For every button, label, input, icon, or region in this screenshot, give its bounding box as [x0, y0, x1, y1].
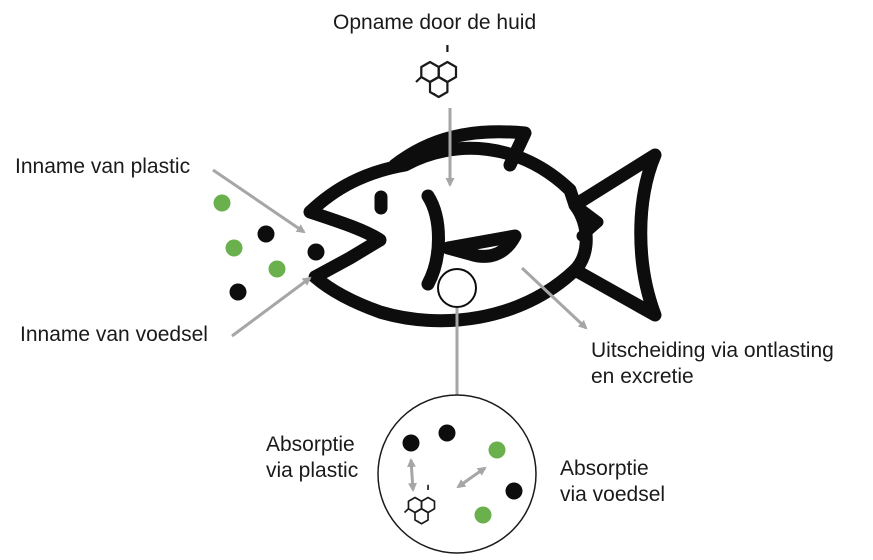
- stomach-circle: [437, 268, 477, 308]
- food-particle: [505, 482, 523, 500]
- plastic-particle: [225, 239, 243, 257]
- label-intake-food: Inname van voedsel: [20, 323, 208, 346]
- label-excretion-line1: Uitscheiding via ontlasting: [591, 339, 834, 362]
- label-excretion: Uitscheiding via ontlasting en excretie: [591, 338, 834, 390]
- particles-outside: [213, 194, 325, 301]
- label-absorption-food-line2: via voedsel: [560, 483, 666, 506]
- plastic-particle: [474, 506, 492, 524]
- label-uptake-skin: Opname door de huid: [333, 11, 537, 34]
- pah-molecule-icon: [414, 43, 458, 99]
- plastic-particle: [268, 260, 286, 278]
- food-particle: [402, 434, 420, 452]
- zoom-circle: [377, 394, 537, 554]
- food-particle: [307, 243, 325, 261]
- arrows: [212, 108, 588, 395]
- food-particle: [438, 424, 456, 442]
- food-particle: [229, 283, 247, 301]
- plastic-particle: [488, 441, 506, 459]
- label-excretion-line2: en excretie: [591, 365, 694, 388]
- arrow-food-intake: [231, 276, 312, 338]
- particles-inside: [402, 424, 523, 524]
- exchange-arrows: [406, 458, 487, 492]
- arrow-excretion: [520, 266, 588, 330]
- label-absorption-food: Absorptie via voedsel: [560, 456, 665, 508]
- label-intake-plastic: Inname van plastic: [15, 155, 191, 178]
- food-particle: [257, 225, 275, 243]
- arrow-plastic-intake: [212, 168, 306, 234]
- plastic-particle: [213, 194, 231, 212]
- label-absorption-food-line1: Absorptie: [560, 457, 649, 480]
- label-absorption-plastic: Absorptie via plastic: [266, 432, 358, 484]
- fish-icon: [303, 125, 662, 328]
- label-absorption-plastic-line2: via plastic: [266, 459, 359, 482]
- label-absorption-plastic-line1: Absorptie: [266, 433, 355, 456]
